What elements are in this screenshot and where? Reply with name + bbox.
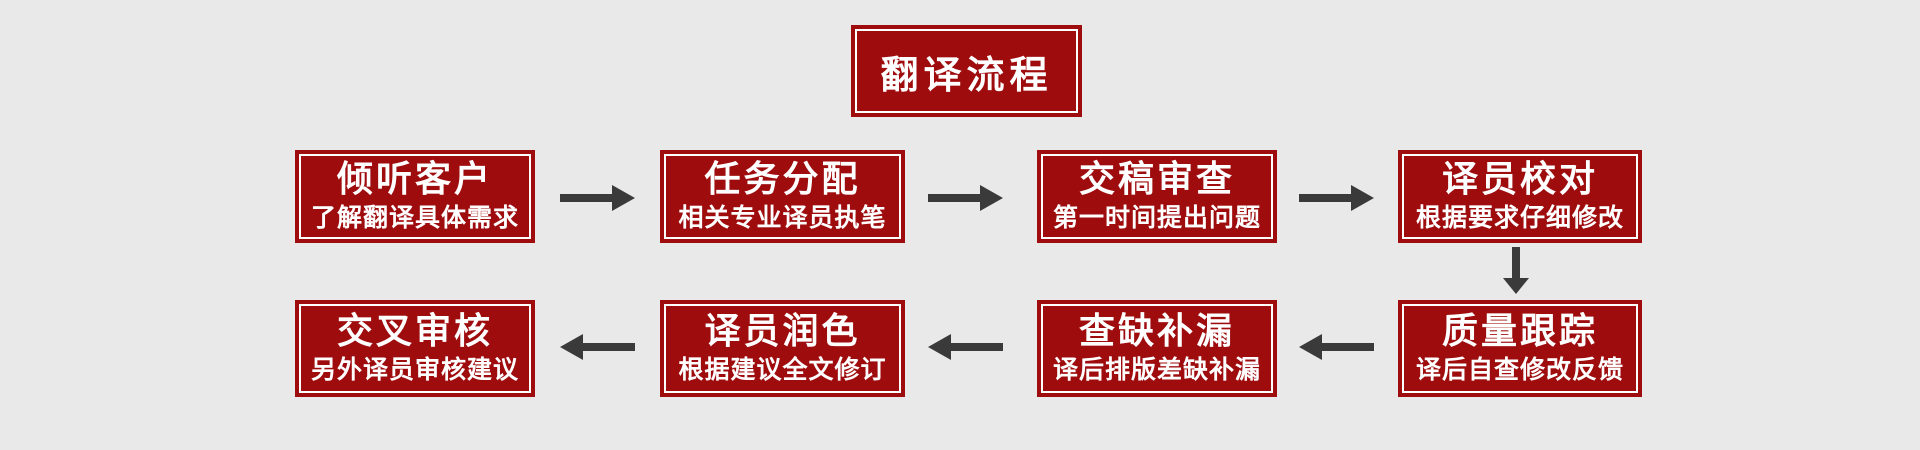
node-cross-review: 交叉审核 另外译员审核建议 [295, 300, 535, 397]
arrow-head [928, 334, 951, 360]
arrow-shaft [1512, 247, 1520, 278]
arrow-left-icon [928, 334, 1003, 360]
node-subtitle: 译后排版差缺补漏 [1052, 355, 1261, 385]
arrow-left-icon [1299, 334, 1374, 360]
arrow-shaft [928, 194, 980, 202]
node-title: 任务分配 [704, 158, 861, 200]
node-title: 倾听客户 [336, 158, 493, 200]
node-subtitle: 译后自查修改反馈 [1415, 355, 1624, 385]
node-translator-proofreading: 译员校对 根据要求仔细修改 [1398, 150, 1642, 243]
flowchart-title: 翻译流程 [851, 25, 1082, 117]
node-quality-tracking: 质量跟踪 译后自查修改反馈 [1398, 300, 1642, 397]
arrow-head [1503, 278, 1529, 294]
node-subtitle: 根据要求仔细修改 [1415, 203, 1624, 233]
arrow-shaft [1322, 343, 1374, 351]
node-subtitle: 根据建议全文修订 [678, 355, 887, 385]
arrow-left-icon [560, 334, 635, 360]
node-listen-to-client: 倾听客户 了解翻译具体需求 [295, 150, 535, 243]
arrow-shaft [1299, 194, 1351, 202]
arrow-head [1299, 334, 1322, 360]
arrow-shaft [951, 343, 1003, 351]
arrow-shaft [583, 343, 635, 351]
node-title: 交叉审核 [336, 310, 493, 352]
node-task-assignment: 任务分配 相关专业译员执笔 [660, 150, 905, 243]
arrow-head [612, 185, 635, 211]
node-title: 交稿审查 [1078, 158, 1235, 200]
arrow-head [980, 185, 1003, 211]
node-title: 质量跟踪 [1441, 310, 1598, 352]
node-subtitle: 相关专业译员执笔 [678, 203, 887, 233]
node-gap-check: 查缺补漏 译后排版差缺补漏 [1037, 300, 1277, 397]
arrow-head [560, 334, 583, 360]
node-title: 译员校对 [1441, 158, 1598, 200]
node-title: 译员润色 [704, 310, 861, 352]
node-subtitle: 了解翻译具体需求 [310, 203, 519, 233]
node-draft-review: 交稿审查 第一时间提出问题 [1037, 150, 1277, 243]
arrow-down-icon [1503, 247, 1529, 294]
node-subtitle: 第一时间提出问题 [1052, 203, 1261, 233]
arrow-head [1351, 185, 1374, 211]
node-translator-polishing: 译员润色 根据建议全文修订 [660, 300, 905, 397]
arrow-right-icon [928, 185, 1003, 211]
arrow-right-icon [1299, 185, 1374, 211]
node-title: 查缺补漏 [1078, 310, 1235, 352]
arrow-right-icon [560, 185, 635, 211]
arrow-shaft [560, 194, 612, 202]
node-subtitle: 另外译员审核建议 [310, 355, 519, 385]
flowchart-title-label: 翻译流程 [880, 52, 1053, 97]
